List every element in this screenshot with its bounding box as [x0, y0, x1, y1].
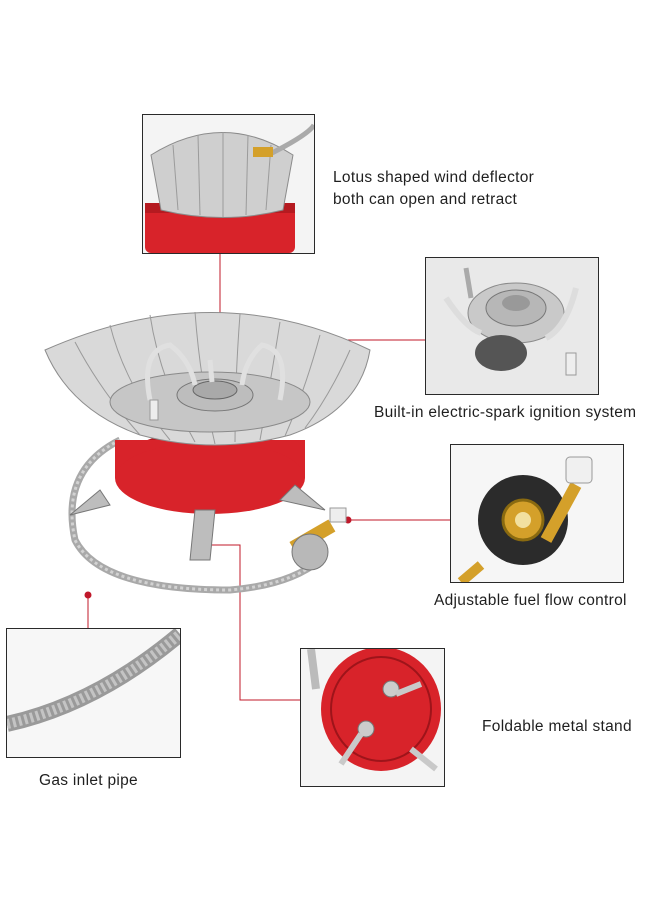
wind-deflector-inset-image: [142, 114, 315, 254]
gas-pipe-closeup-icon: [7, 629, 180, 757]
ignition-inset-image: [425, 257, 599, 395]
stove-main-image: [30, 290, 400, 630]
fuel-valve-closeup-icon: [451, 445, 623, 582]
wind-deflector-closeup-icon: [143, 115, 314, 253]
stand-closeup-icon: [301, 649, 444, 786]
ignition-closeup-icon: [426, 258, 598, 394]
pipe-inset-image: [6, 628, 181, 758]
stand-caption: Foldable metal stand: [482, 718, 632, 735]
stand-inset-image: [300, 648, 445, 787]
fuel-flow-caption: Adjustable fuel flow control: [434, 592, 627, 609]
wind-deflector-caption: Lotus shaped wind deflector both can ope…: [333, 167, 534, 211]
fuel-flow-inset-image: [450, 444, 624, 583]
camping-stove-icon: [44, 311, 371, 594]
pipe-caption: Gas inlet pipe: [39, 772, 138, 789]
ignition-caption: Built-in electric-spark ignition system: [374, 404, 637, 421]
wind-deflector-caption-line1: Lotus shaped wind deflector: [333, 169, 535, 186]
wind-deflector-caption-line2: both can open and retract: [333, 191, 518, 208]
